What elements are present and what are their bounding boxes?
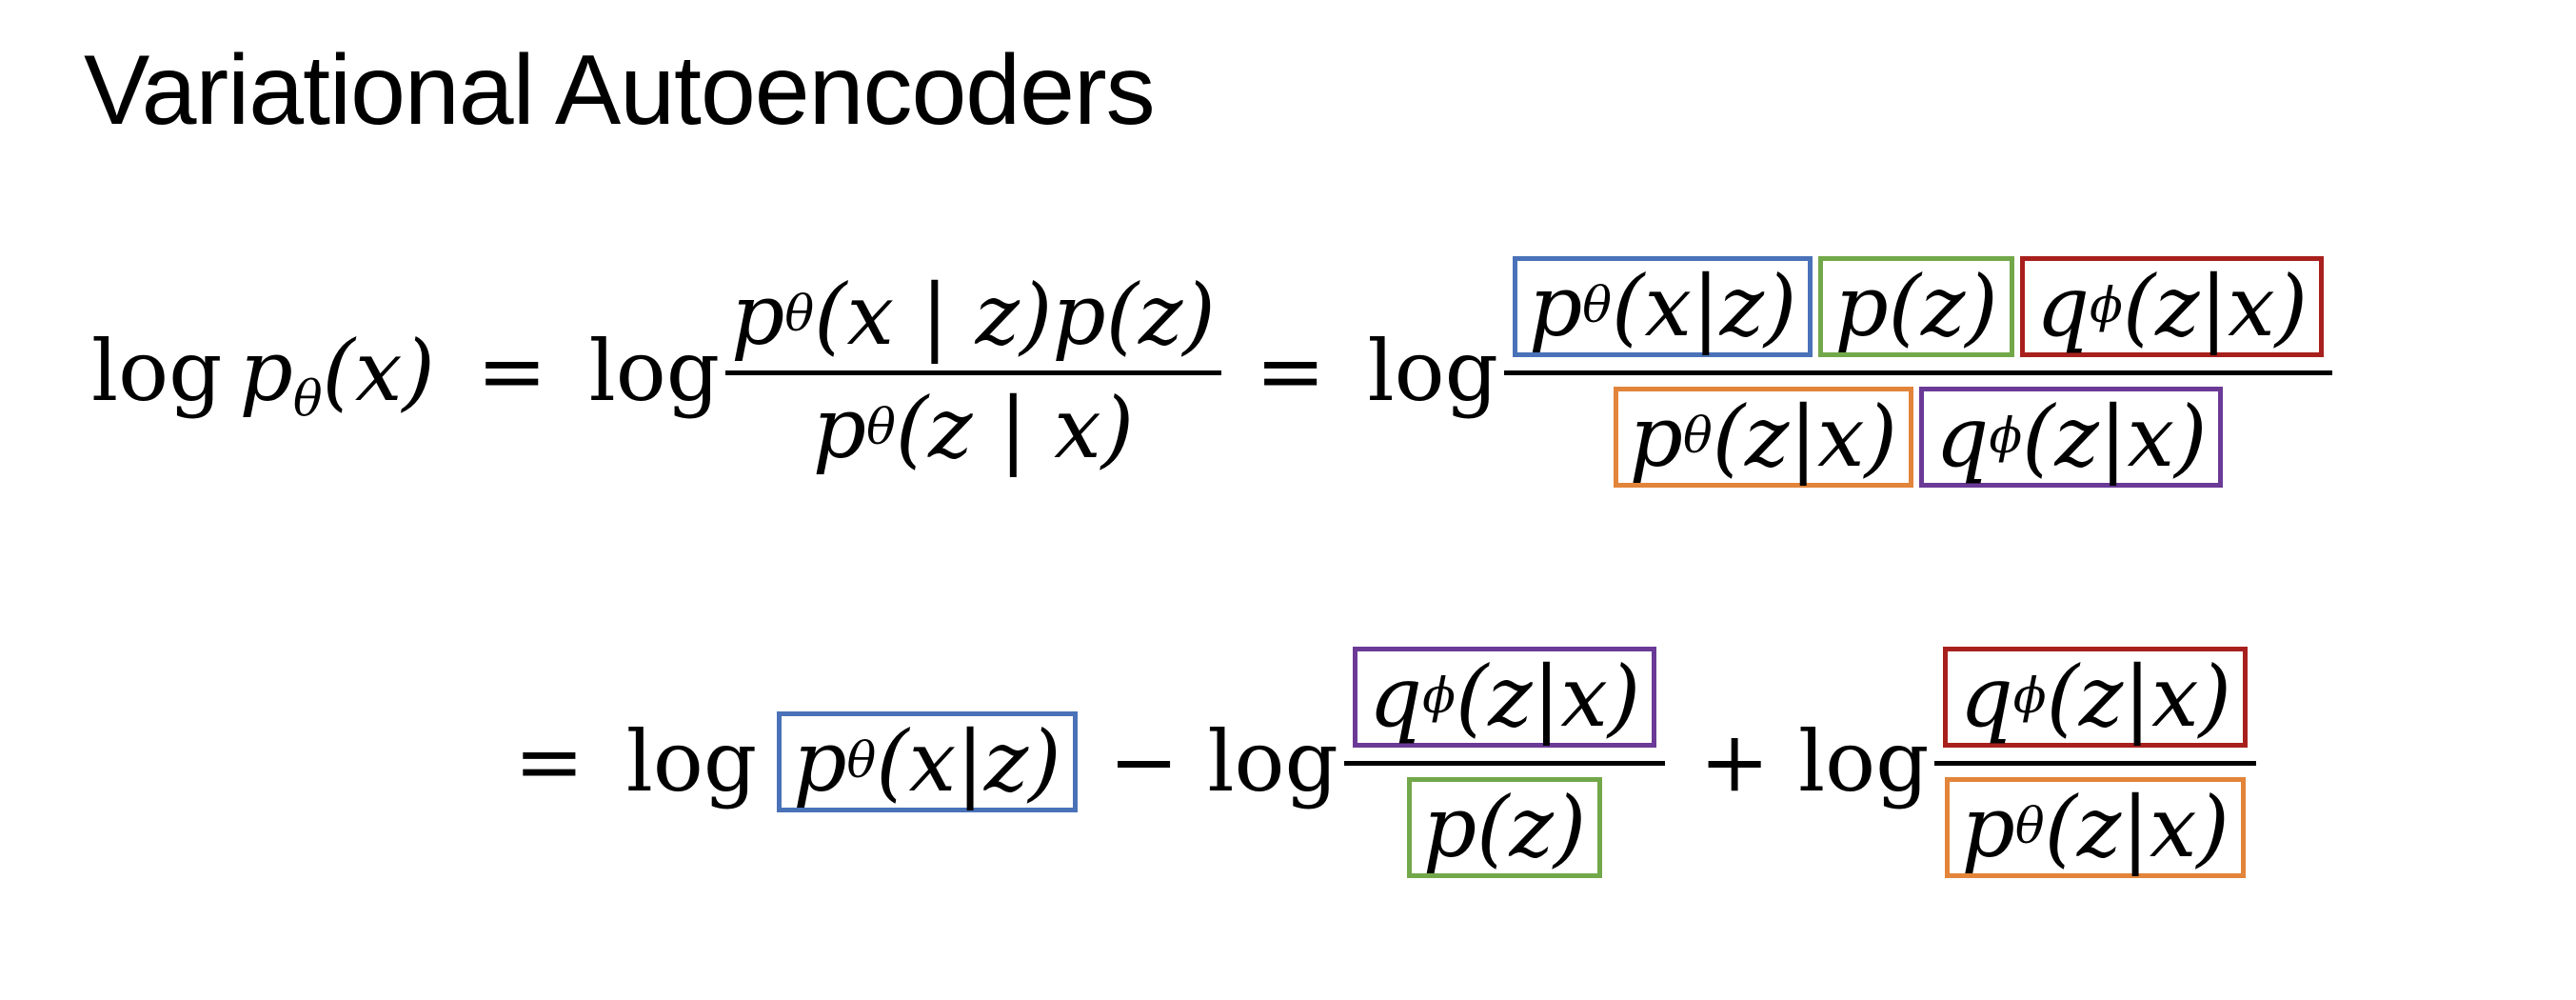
fraction-bar [1343,760,1666,766]
log-operator: log [588,322,721,420]
fraction-denominator: p(z) [1398,773,1611,882]
lhs-term: pθ(x) [239,322,435,429]
fraction-bar [1934,760,2256,766]
equals-sign: = [476,322,547,420]
log-operator: log [625,712,758,810]
equals-sign: = [1255,322,1326,420]
log-operator: log [91,322,223,420]
log-operator: log [1367,322,1498,420]
box-p-z: p(z) [1818,255,2014,357]
box-p-z: p(z) [1406,776,1603,878]
plus-sign: + [1699,712,1770,810]
log-operator: log [1797,712,1930,810]
fraction-bar [1503,370,2333,375]
log-operator: log [1207,712,1338,810]
equals-sign: = [514,712,585,810]
minus-sign: − [1108,712,1179,810]
slide-title: Variational Autoencoders [84,35,1156,146]
fraction-bar [725,370,1221,375]
